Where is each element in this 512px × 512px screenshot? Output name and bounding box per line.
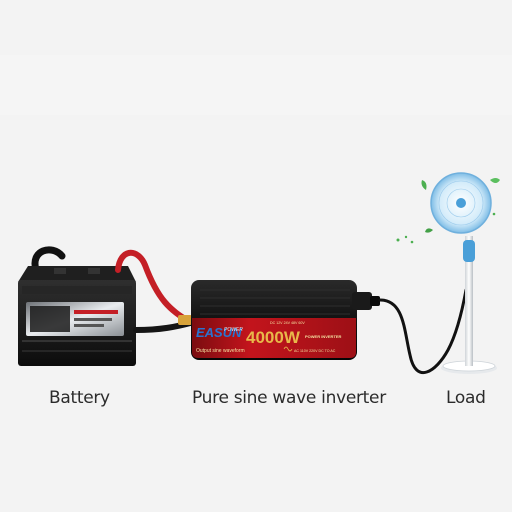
inverter-spec-bottom: AC 110V 220V DC TO AC [294,349,336,353]
inverter-subtitle: Output sine waveform [196,348,245,354]
fan-icon [396,172,500,374]
inverter-rating: 4000W [246,328,301,347]
sine-wave-icon [283,346,293,352]
inverter-badge: POWER INVERTER [305,334,342,339]
inverter-icon [191,280,380,360]
inverter-label: Pure sine wave inverter [192,388,386,408]
inverter-brand: EASUN [196,325,242,340]
battery-cables [115,249,197,333]
inverter-brand-sub: POWER [224,327,243,333]
battery-label: Battery [49,388,110,408]
load-label: Load [446,388,486,408]
load-cable [378,288,468,374]
inverter-spec-top: DC 12V 24V 48V 60V [270,321,305,325]
battery-icon [18,246,136,366]
